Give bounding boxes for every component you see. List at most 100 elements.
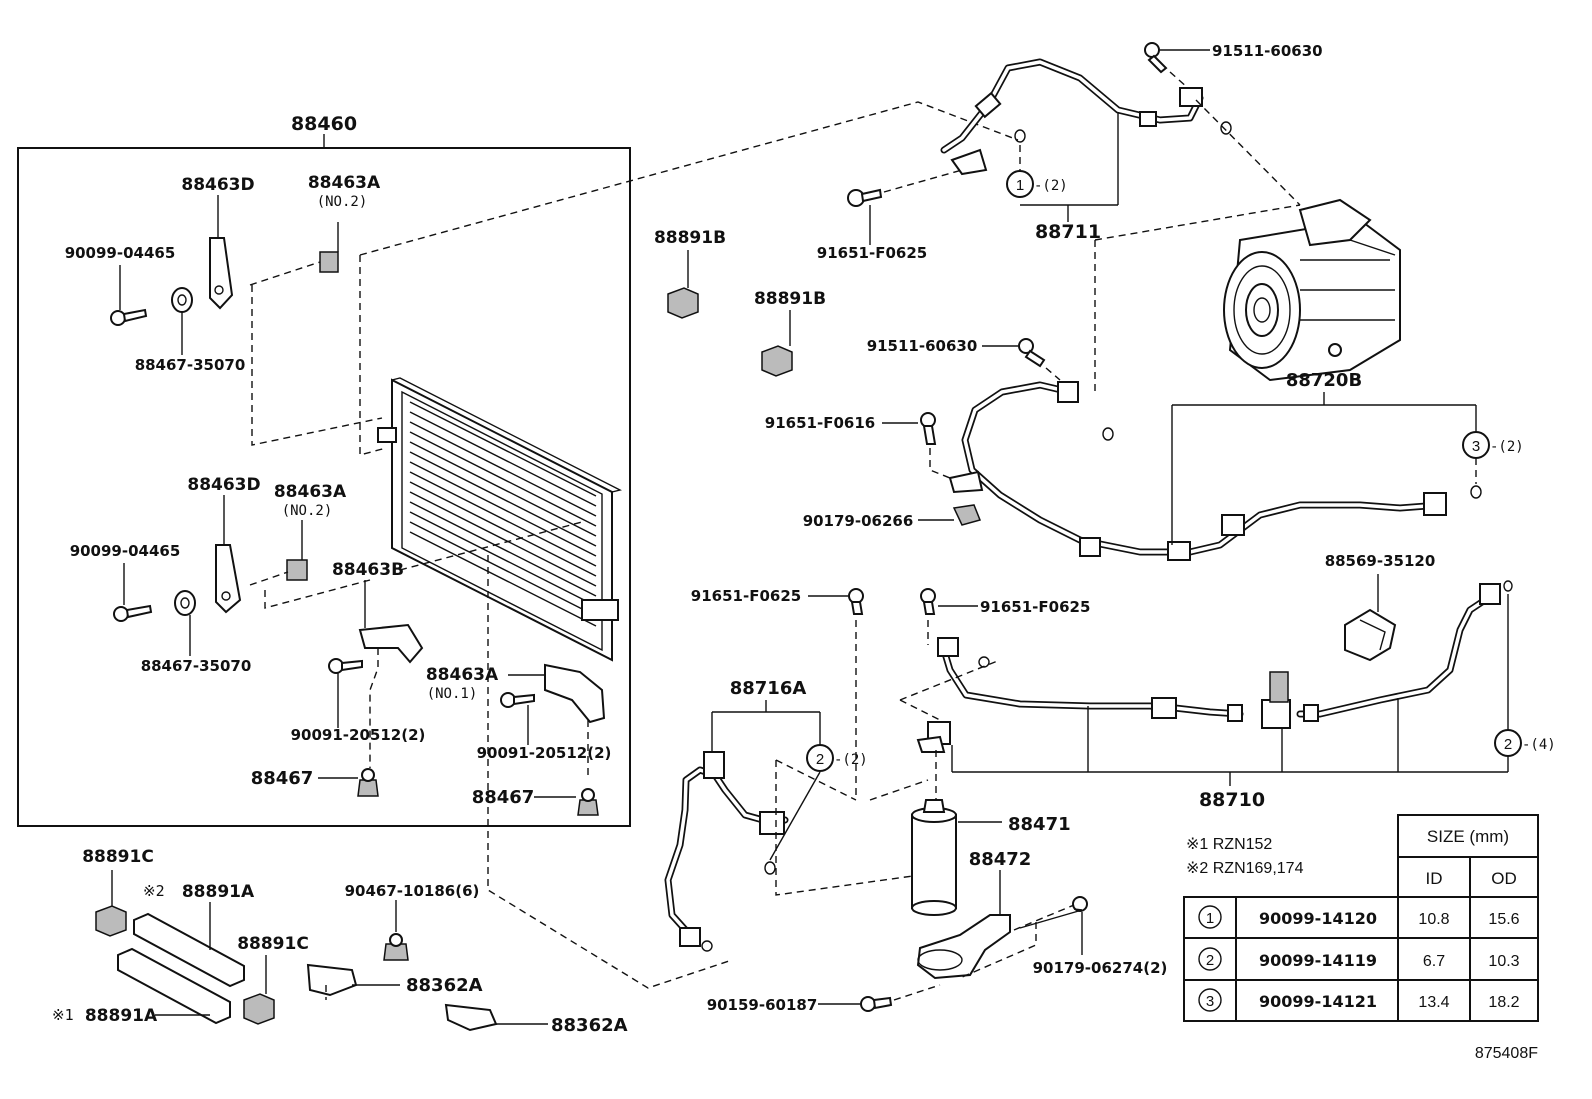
note-mark-2: ※2	[143, 882, 165, 900]
bracket-88463a-no1	[508, 663, 606, 724]
bracket-88362a-top	[306, 963, 400, 997]
marker-3-qty: -(2)	[1490, 439, 1524, 455]
label-88467-left: 88467	[251, 768, 314, 789]
label-88891b-top: 88891B	[654, 228, 726, 248]
label-88463d-top: 88463D	[181, 175, 254, 195]
label-88891c-left: 88891C	[82, 847, 154, 867]
table-row-3-id: 13.4	[1418, 994, 1449, 1011]
bolt-90099-04465-top	[110, 265, 148, 326]
tube-88716a	[664, 700, 821, 952]
label-88362a-top: 88362A	[406, 975, 483, 996]
bracket-88362a-bottom	[444, 1003, 548, 1032]
clip-88463a-top	[319, 222, 339, 273]
label-90099-04465-top: 90099-04465	[65, 244, 176, 262]
label-88471: 88471	[1008, 814, 1071, 835]
table-row-1-key: 1	[1206, 910, 1214, 927]
label-88463a-no1: 88463A	[426, 665, 499, 685]
condenser-core	[377, 377, 622, 662]
label-91651-f0625-top: 91651-F0625	[817, 244, 927, 262]
label-90467-10186: 90467-10186(6)	[345, 882, 480, 900]
table-row-2-id: 6.7	[1423, 953, 1445, 970]
grommet-88467-35070-mid	[174, 590, 196, 656]
hose-88720b	[948, 381, 1482, 561]
table-row-1-part: 90099-14120	[1259, 909, 1377, 928]
label-88711: 88711	[1035, 221, 1101, 243]
table-row-1-id: 10.8	[1418, 911, 1449, 928]
label-88467-35070-mid: 88467-35070	[141, 657, 252, 675]
bolt-91651-f0625-left	[808, 588, 864, 615]
label-88463d-mid: 88463D	[187, 475, 260, 495]
table-row-1-od: 15.6	[1488, 911, 1519, 928]
label-90091-20512-right: 90091-20512(2)	[477, 744, 612, 762]
table-row-2-part: 90099-14119	[1259, 951, 1377, 970]
pad-88891c-right	[243, 955, 275, 1025]
marker-circle-2-right	[1494, 729, 1522, 757]
label-90179-06274: 90179-06274(2)	[1033, 959, 1168, 977]
block-88891b-second	[761, 310, 793, 377]
marker-3-number: 3	[1472, 438, 1480, 455]
condenser-assembly-box	[17, 134, 631, 827]
bolt-90099-04465-mid	[113, 563, 153, 622]
clip-90467-10186	[383, 900, 409, 961]
clip-88467-right	[534, 788, 599, 816]
label-88467-35070-top: 88467-35070	[135, 356, 246, 374]
ac-compressor	[1223, 198, 1401, 382]
table-size-header: SIZE (mm)	[1427, 827, 1509, 846]
marker-circle-3	[1462, 431, 1490, 459]
label-88467-right: 88467	[472, 787, 535, 808]
table-row-2-key: 2	[1206, 952, 1214, 969]
block-88891b-top	[667, 250, 699, 319]
label-88716a: 88716A	[730, 678, 807, 699]
clip-88467-left	[318, 768, 379, 797]
pad-88891a-top	[133, 902, 245, 988]
table-col-od: OD	[1491, 869, 1517, 888]
marker-circle-2-left	[806, 744, 834, 772]
label-88710: 88710	[1199, 789, 1265, 811]
label-88463a-top: 88463A	[308, 173, 381, 193]
bracket-88463d-mid	[215, 495, 242, 614]
marker-2-right-qty: -(4)	[1522, 737, 1556, 753]
bolt-90159-60187	[818, 996, 893, 1012]
label-no2-mid: (NO.2)	[282, 503, 333, 519]
table-row-3-key: 3	[1206, 993, 1214, 1010]
bolt-91651-f0625-right	[920, 588, 978, 615]
label-90159-60187: 90159-60187	[707, 996, 818, 1014]
label-88891c-right: 88891C	[237, 934, 309, 954]
receiver-dryer-88471	[911, 799, 1002, 916]
label-88463a-mid: 88463A	[274, 482, 347, 502]
legend-note-2: ※2 RZN169,174	[1186, 860, 1304, 877]
marker-1-qty: -(2)	[1034, 178, 1068, 194]
marker-1-number: 1	[1016, 177, 1024, 194]
grommet-88467-35070-top	[171, 287, 193, 355]
pad-88891c-left	[95, 870, 127, 937]
table-row-3-od: 18.2	[1488, 994, 1519, 1011]
marker-circle-1	[1006, 170, 1034, 198]
pad-88891a-bottom	[117, 947, 231, 1025]
label-88891b-second: 88891B	[754, 289, 826, 309]
label-90091-20512-left: 90091-20512(2)	[291, 726, 426, 744]
marker-2-right-number: 2	[1504, 736, 1512, 753]
marker-2-left-qty: -(2)	[834, 752, 868, 768]
label-90099-04465-mid: 90099-04465	[70, 542, 181, 560]
marker-2-left-number: 2	[816, 751, 824, 768]
table-row-3-part: 90099-14121	[1259, 992, 1377, 1011]
bolt-90091-20512-left	[328, 658, 363, 728]
bracket-88472	[916, 870, 1011, 980]
label-88891a-top: 88891A	[182, 882, 255, 902]
table-row-2-od: 10.3	[1488, 953, 1519, 970]
bolt-91511-60630-top	[1144, 42, 1210, 74]
label-91651-f0616: 91651-F0616	[765, 414, 875, 432]
label-88569-35120: 88569-35120	[1325, 552, 1436, 570]
note-mark-1: ※1	[52, 1006, 74, 1024]
label-91651-f0625-right: 91651-F0625	[980, 598, 1090, 616]
label-88472: 88472	[969, 849, 1032, 870]
label-88362a-bottom: 88362A	[551, 1015, 628, 1036]
table-col-id: ID	[1426, 869, 1443, 888]
size-table	[1183, 814, 1539, 1022]
label-91651-f0625-left: 91651-F0625	[691, 587, 801, 605]
label-88891a-bottom: 88891A	[85, 1006, 158, 1026]
bolt-90179-06274	[1019, 896, 1088, 955]
legend-note-1: ※1 RZN152	[1186, 836, 1272, 853]
